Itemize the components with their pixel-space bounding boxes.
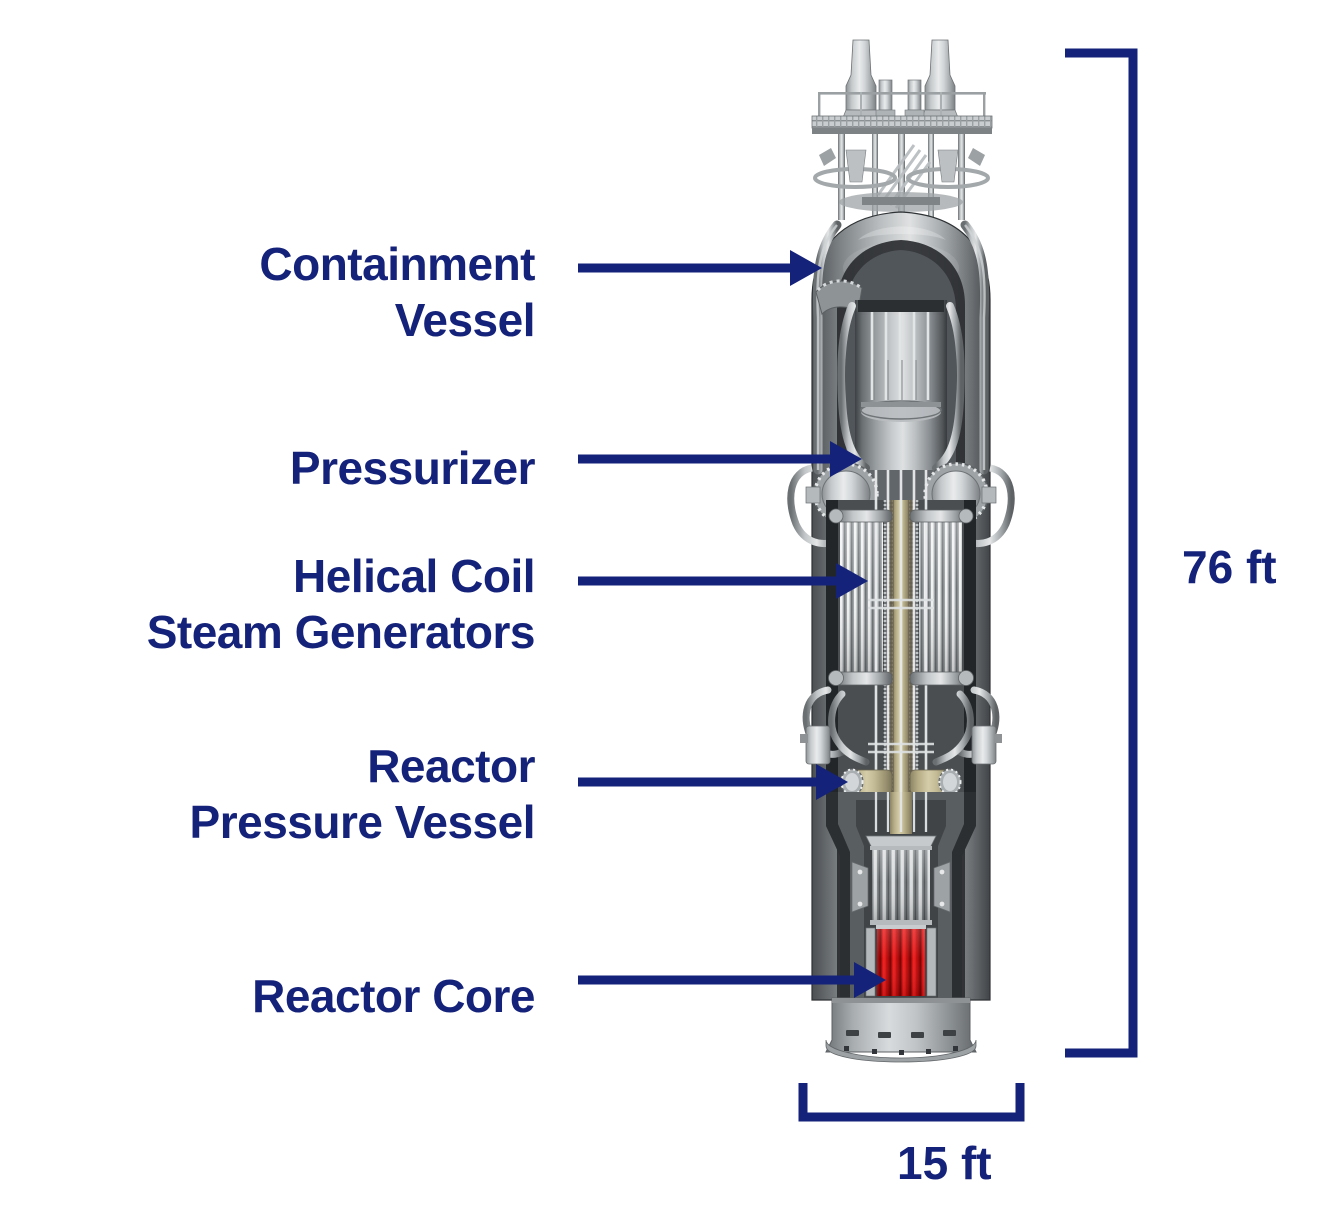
feedwater-nozzle-right — [909, 768, 962, 796]
vessel-support-bracket — [800, 725, 1002, 765]
callout-arrow-helical-coil-steam-generators — [578, 563, 868, 599]
callout-label-pressurizer: Pressurizer — [289, 442, 536, 494]
callout-label-helical-coil-steam-generators: Helical Coil Steam Generators — [146, 550, 536, 659]
helical-coil-tube-bundle — [826, 470, 976, 800]
callout-label-reactor-pressure-vessel: Reactor Pressure Vessel — [189, 740, 536, 849]
width-dimension-bracket — [798, 1083, 1025, 1122]
width-dimension-label: 15 ft — [897, 1137, 992, 1189]
steam-generator-header-ring — [828, 508, 974, 686]
operating-platform — [811, 92, 993, 134]
callout-arrow-pressurizer — [578, 441, 862, 477]
reactor-core — [876, 925, 926, 996]
callout-arrow-reactor-pressure-vessel — [578, 764, 848, 800]
callout-arrow-reactor-core — [578, 962, 886, 998]
callout-arrow-containment-vessel — [578, 250, 822, 286]
height-dimension-label: 76 ft — [1182, 541, 1277, 593]
upper-internals-piping — [813, 134, 990, 220]
callout-label-containment-vessel: Containment Vessel — [259, 238, 535, 347]
height-dimension-bracket — [1065, 48, 1138, 1058]
pressurizer-chamber — [855, 300, 947, 470]
support-skirt — [825, 997, 977, 1063]
reactor-pressure-vessel-shell — [826, 792, 976, 1002]
callout-label-reactor-core: Reactor Core — [252, 970, 535, 1022]
